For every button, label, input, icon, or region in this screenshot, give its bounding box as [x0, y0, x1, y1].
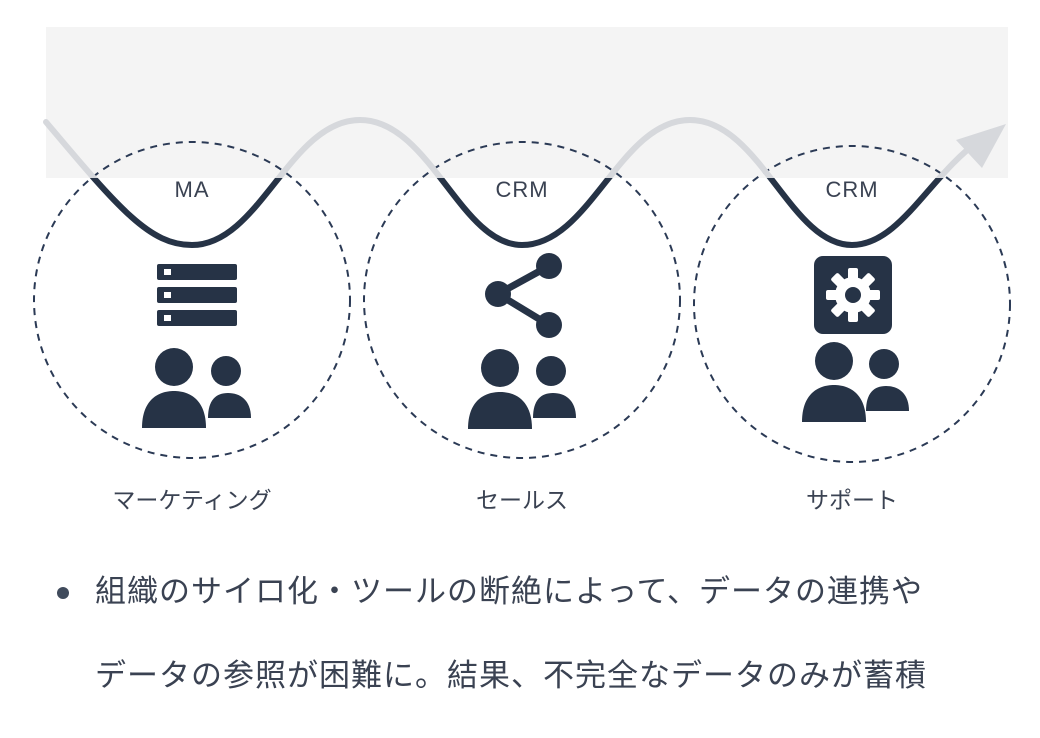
- share-icon: [485, 253, 562, 338]
- users-icon: [468, 349, 576, 429]
- stage-circle-support: [693, 145, 1011, 463]
- bullet-dot: [57, 587, 69, 599]
- top-band: [46, 27, 1008, 178]
- users-icon: [802, 342, 909, 422]
- process-diagram: MA CRM CRM: [33, 27, 1011, 514]
- stage-label-support: サポート: [806, 488, 898, 514]
- bullet-text-line-2: データの参照が困難に。結果、不完全なデータのみが蓄積: [95, 658, 927, 694]
- flow-wave-dark: [89, 178, 944, 249]
- stage-tool-label: CRM: [495, 177, 548, 202]
- stage-circle-sales: [363, 141, 681, 459]
- gear-icon: [814, 256, 892, 334]
- stage-tool-label: CRM: [825, 177, 878, 202]
- stage-tool-label: MA: [175, 177, 210, 202]
- bullet-text-line-1: 組織のサイロ化・ツールの断絶によって、データの連携や: [95, 574, 923, 610]
- flow-arrow-head: [956, 124, 1006, 168]
- stage-circle-marketing: [33, 141, 351, 459]
- users-icon: [142, 348, 251, 428]
- stage-label-marketing: マーケティング: [112, 488, 271, 514]
- stage-label-sales: セールス: [476, 488, 568, 514]
- database-icon: [157, 264, 237, 326]
